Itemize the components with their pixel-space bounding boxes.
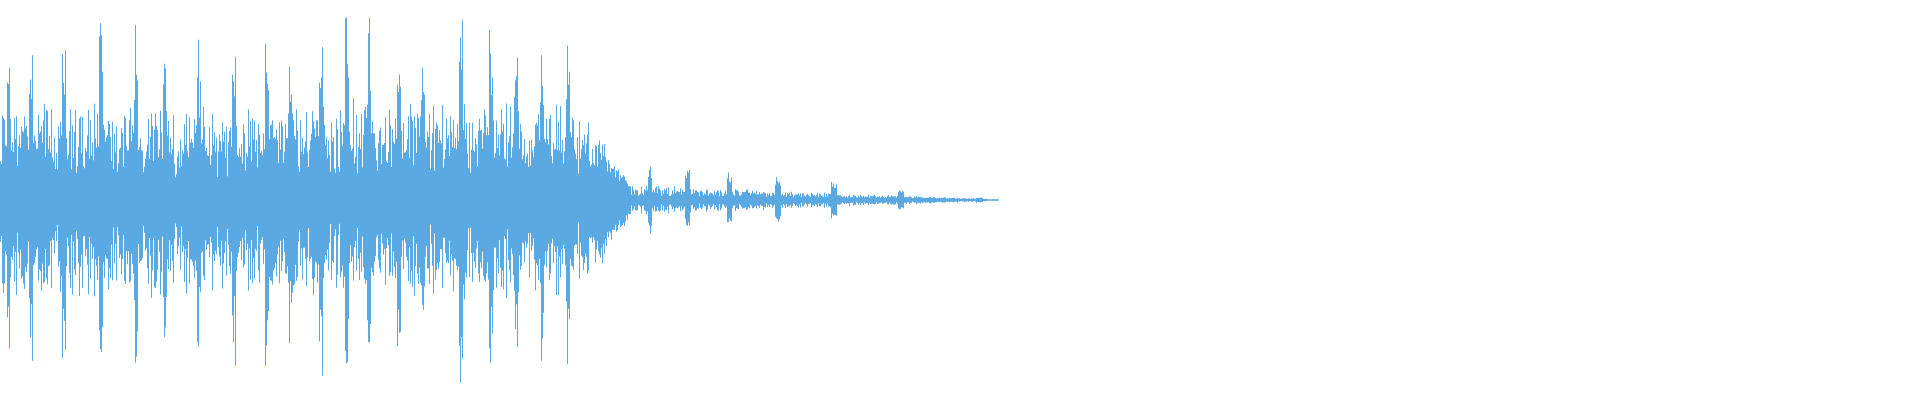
waveform-graphic xyxy=(0,17,999,383)
audio-waveform-view xyxy=(0,17,999,383)
